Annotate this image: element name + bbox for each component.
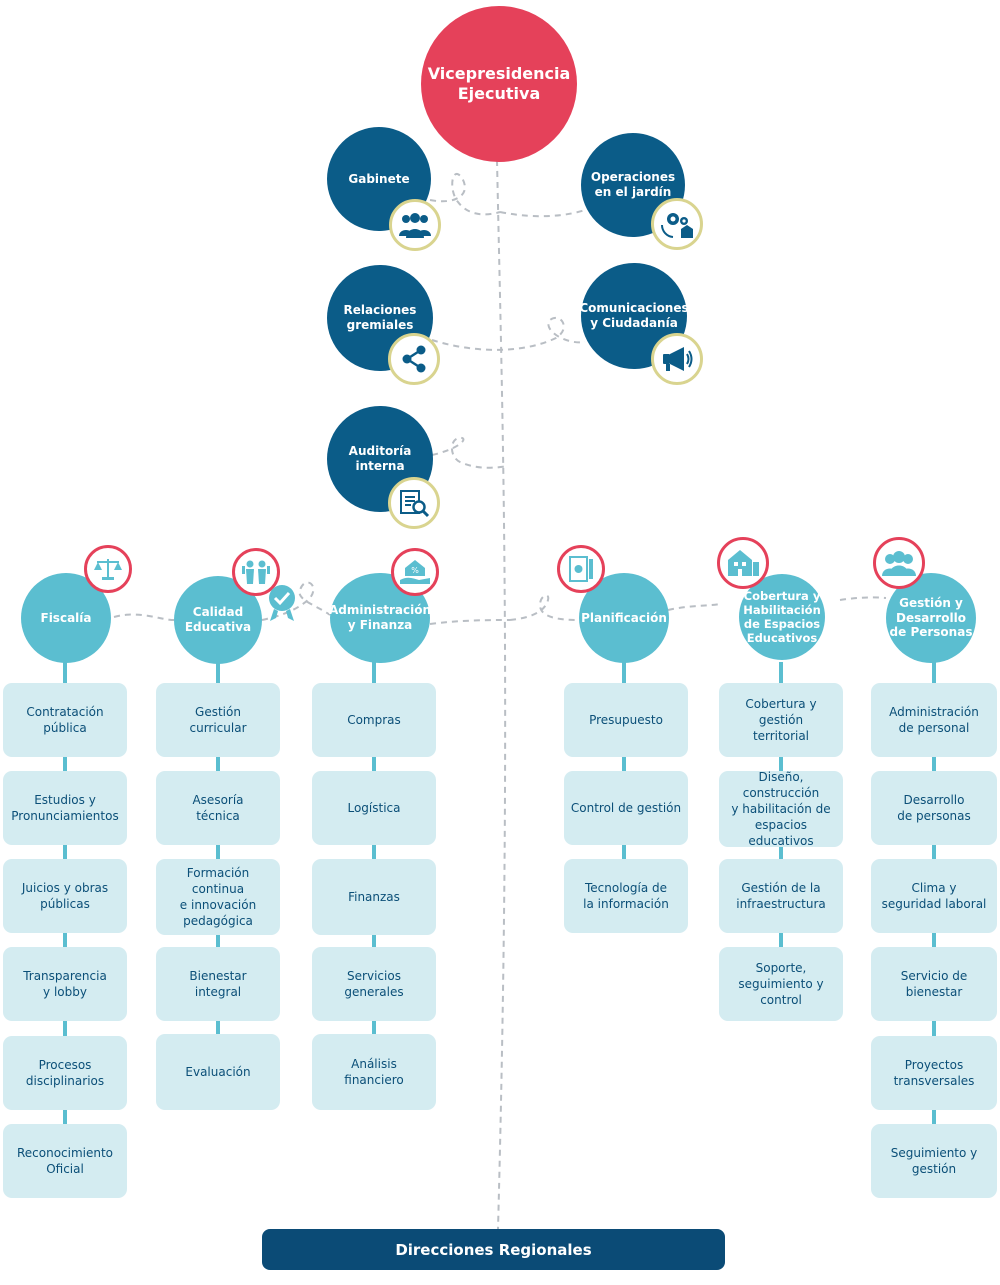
planificacion-badge <box>557 545 605 593</box>
list-item: Compras <box>312 683 436 757</box>
list-item: Clima y seguridad laboral <box>871 859 997 933</box>
list-item: Bienestar integral <box>156 947 280 1021</box>
comunicaciones-label: Comunicaciones y Ciudadanía <box>579 301 689 330</box>
people-group-icon <box>882 551 916 576</box>
list-item: Reconocimiento Oficial <box>3 1124 127 1198</box>
scales-icon <box>94 559 122 580</box>
footer-label: Direcciones Regionales <box>395 1240 592 1259</box>
list-item: Soporte, seguimiento y control <box>719 947 843 1021</box>
operaciones-badge <box>651 198 703 250</box>
fiscalia-label: Fiscalía <box>40 610 92 625</box>
list-item: Transparencia y lobby <box>3 947 127 1021</box>
list-item: Análisis financiero <box>312 1034 436 1110</box>
gabinete-label: Gabinete <box>348 171 410 186</box>
gears-house-icon <box>660 213 693 238</box>
list-item: Formación continua e innovación pedagógi… <box>156 859 280 935</box>
vicepresidencia-label: Vicepresidencia Ejecutiva <box>427 64 571 103</box>
planning-icon <box>569 556 593 582</box>
auditoria-badge <box>388 477 440 529</box>
direcciones-regionales-bar: Direcciones Regionales <box>262 1229 725 1270</box>
share-icon <box>402 345 426 373</box>
planificacion-label: Planificación <box>581 610 667 625</box>
gestion-personas-label: Gestión y Desarrollo de Personas <box>889 596 973 640</box>
vicepresidencia-node: Vicepresidencia Ejecutiva <box>421 6 577 162</box>
list-item: Presupuesto <box>564 683 688 757</box>
list-item: Cobertura y gestión territorial <box>719 683 843 757</box>
list-item: Juicios y obras públicas <box>3 859 127 933</box>
list-item: Diseño, construcción y habilitación de e… <box>719 770 843 848</box>
cobertura-badge <box>717 537 769 589</box>
list-item: Asesoría técnica <box>156 771 280 845</box>
people-icon <box>399 213 431 238</box>
cobertura-node: Cobertura y Habilitación de Espacios Edu… <box>739 574 825 660</box>
auditoria-label: Auditoría interna <box>348 444 412 473</box>
gestion-personas-badge <box>873 537 925 589</box>
gabinete-badge <box>389 199 441 251</box>
list-item: Finanzas <box>312 859 436 935</box>
comunicaciones-badge <box>651 333 703 385</box>
gestion-personas-node: Gestión y Desarrollo de Personas <box>886 573 976 663</box>
list-item: Servicios generales <box>312 947 436 1021</box>
list-item: Estudios y Pronunciamientos <box>3 771 127 845</box>
list-item: Gestión de la infraestructura <box>719 859 843 933</box>
children-icon <box>242 560 270 584</box>
megaphone-icon <box>663 347 693 371</box>
list-item: Gestión curricular <box>156 683 280 757</box>
cobertura-label: Cobertura y Habilitación de Espacios Edu… <box>743 588 821 646</box>
list-item: Servicio de bienestar <box>871 947 997 1021</box>
administracion-label: Administración y Finanza <box>328 603 432 632</box>
list-item: Logística <box>312 771 436 845</box>
list-item: Control de gestión <box>564 771 688 845</box>
list-item: Desarrollo de personas <box>871 771 997 845</box>
list-item: Seguimiento y gestión <box>871 1124 997 1198</box>
hand-house-icon: % <box>400 560 430 584</box>
relaciones-label: Relaciones gremiales <box>343 303 417 332</box>
document-search-icon <box>400 490 430 518</box>
operaciones-label: Operaciones en el jardín <box>590 170 676 199</box>
list-item: Administración de personal <box>871 683 997 757</box>
buildings-icon <box>728 550 759 576</box>
relaciones-badge <box>388 333 440 385</box>
svg-text:%: % <box>411 566 419 575</box>
fiscalia-badge <box>84 545 132 593</box>
list-item: Proyectos transversales <box>871 1036 997 1110</box>
certificate-icon <box>269 585 295 621</box>
administracion-badge: % <box>391 548 439 596</box>
list-item: Procesos disciplinarios <box>3 1036 127 1110</box>
list-item: Contratación pública <box>3 683 127 757</box>
list-item: Evaluación <box>156 1034 280 1110</box>
calidad-badge <box>232 548 280 596</box>
calidad-label: Calidad Educativa <box>184 605 252 634</box>
list-item: Tecnología de la información <box>564 859 688 933</box>
